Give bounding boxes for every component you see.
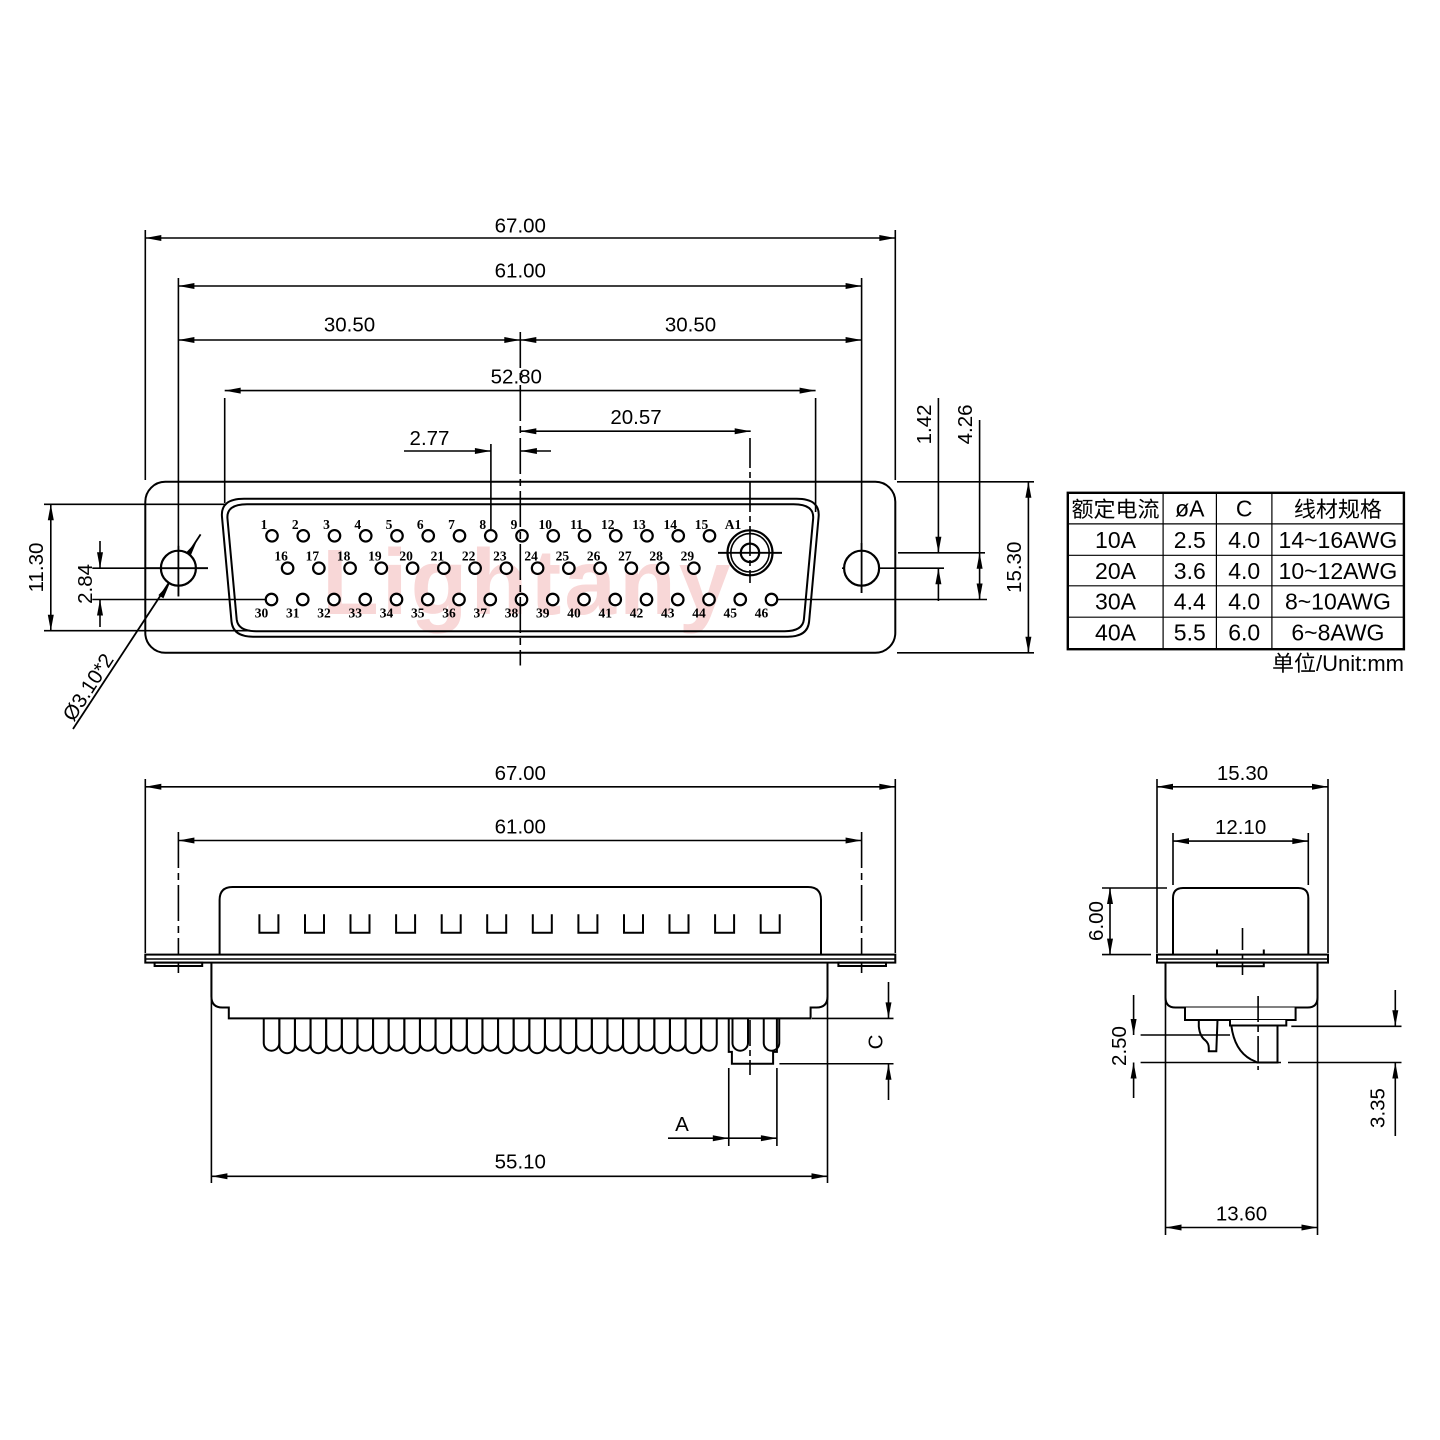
svg-text:6.00: 6.00	[1085, 901, 1108, 941]
svg-text:1.42: 1.42	[913, 404, 936, 444]
svg-text:4.0: 4.0	[1228, 589, 1260, 615]
svg-text:10: 10	[539, 517, 553, 532]
svg-text:31: 31	[286, 605, 300, 620]
svg-text:10A: 10A	[1095, 527, 1137, 553]
svg-text:23: 23	[493, 548, 507, 563]
svg-text:Lightany: Lightany	[322, 530, 734, 634]
svg-text:42: 42	[630, 605, 644, 620]
svg-text:2.77: 2.77	[410, 427, 450, 450]
svg-text:7: 7	[448, 517, 455, 532]
svg-text:17: 17	[306, 548, 320, 563]
svg-text:43: 43	[661, 605, 675, 620]
svg-text:9: 9	[511, 517, 518, 532]
svg-text:19: 19	[368, 548, 382, 563]
svg-text:40A: 40A	[1095, 620, 1137, 646]
svg-text:4: 4	[354, 517, 361, 532]
svg-text:5.5: 5.5	[1174, 620, 1206, 646]
svg-text:3.6: 3.6	[1174, 558, 1206, 584]
svg-text:67.00: 67.00	[495, 762, 546, 785]
svg-text:10~12AWG: 10~12AWG	[1279, 558, 1398, 584]
svg-text:38: 38	[505, 605, 519, 620]
svg-text:11: 11	[570, 517, 583, 532]
svg-text:15.30: 15.30	[1003, 542, 1026, 593]
svg-text:32: 32	[317, 605, 331, 620]
svg-text:61.00: 61.00	[495, 816, 546, 839]
svg-text:13.60: 13.60	[1216, 1202, 1267, 1225]
svg-text:2.50: 2.50	[1108, 1026, 1131, 1066]
svg-text:52.80: 52.80	[491, 366, 542, 389]
svg-text:6.0: 6.0	[1228, 620, 1260, 646]
svg-text:5: 5	[386, 517, 393, 532]
svg-text:55.10: 55.10	[495, 1151, 546, 1174]
svg-text:12: 12	[601, 517, 615, 532]
svg-text:44: 44	[692, 605, 706, 620]
svg-text:28: 28	[649, 548, 663, 563]
svg-text:8: 8	[479, 517, 486, 532]
svg-text:21: 21	[431, 548, 445, 563]
svg-text:2.84: 2.84	[74, 564, 97, 604]
svg-text:11.30: 11.30	[25, 543, 48, 593]
svg-text:A1: A1	[725, 517, 742, 532]
svg-text:25: 25	[556, 548, 570, 563]
svg-text:33: 33	[349, 605, 363, 620]
svg-text:30: 30	[255, 605, 269, 620]
svg-text:22: 22	[462, 548, 476, 563]
svg-text:2.5: 2.5	[1174, 527, 1206, 553]
svg-text:26: 26	[587, 548, 601, 563]
svg-text:16: 16	[274, 548, 288, 563]
svg-text:14: 14	[664, 517, 678, 532]
svg-text:30A: 30A	[1095, 589, 1137, 615]
svg-text:36: 36	[442, 605, 456, 620]
svg-text:4.0: 4.0	[1228, 558, 1260, 584]
svg-text:45: 45	[724, 605, 738, 620]
svg-text:15: 15	[695, 517, 709, 532]
svg-text:27: 27	[618, 548, 632, 563]
svg-text:13: 13	[632, 517, 646, 532]
svg-text:6~8AWG: 6~8AWG	[1291, 620, 1384, 646]
svg-text:2: 2	[292, 517, 299, 532]
svg-text:3: 3	[323, 517, 330, 532]
svg-text:C: C	[1236, 496, 1253, 522]
svg-text:/Unit:mm: /Unit:mm	[1316, 651, 1404, 676]
svg-text:41: 41	[599, 605, 613, 620]
svg-text:4.26: 4.26	[954, 404, 977, 444]
svg-text:20A: 20A	[1095, 558, 1137, 584]
svg-text:8~10AWG: 8~10AWG	[1285, 589, 1391, 615]
svg-text:20.57: 20.57	[610, 406, 661, 429]
svg-text:A: A	[675, 1113, 689, 1136]
svg-text:6: 6	[417, 517, 424, 532]
svg-text:15.30: 15.30	[1217, 762, 1268, 785]
svg-text:14~16AWG: 14~16AWG	[1279, 527, 1398, 553]
svg-text:24: 24	[524, 548, 538, 563]
svg-text:3.35: 3.35	[1367, 1088, 1390, 1128]
svg-text:67.00: 67.00	[495, 214, 546, 237]
svg-text:46: 46	[755, 605, 769, 620]
svg-text:øA: øA	[1175, 496, 1205, 522]
svg-text:34: 34	[380, 605, 394, 620]
svg-text:4.4: 4.4	[1174, 589, 1206, 615]
svg-text:18: 18	[337, 548, 351, 563]
svg-text:39: 39	[536, 605, 550, 620]
svg-text:40: 40	[567, 605, 581, 620]
svg-text:61.00: 61.00	[495, 260, 546, 283]
svg-text:30.50: 30.50	[665, 314, 716, 337]
svg-text:30.50: 30.50	[324, 314, 375, 337]
svg-text:29: 29	[681, 548, 695, 563]
svg-text:C: C	[865, 1034, 888, 1049]
svg-text:37: 37	[474, 605, 488, 620]
svg-text:4.0: 4.0	[1228, 527, 1260, 553]
svg-text:35: 35	[411, 605, 425, 620]
svg-text:12.10: 12.10	[1215, 816, 1266, 839]
svg-text:1: 1	[261, 517, 268, 532]
svg-text:20: 20	[399, 548, 413, 563]
